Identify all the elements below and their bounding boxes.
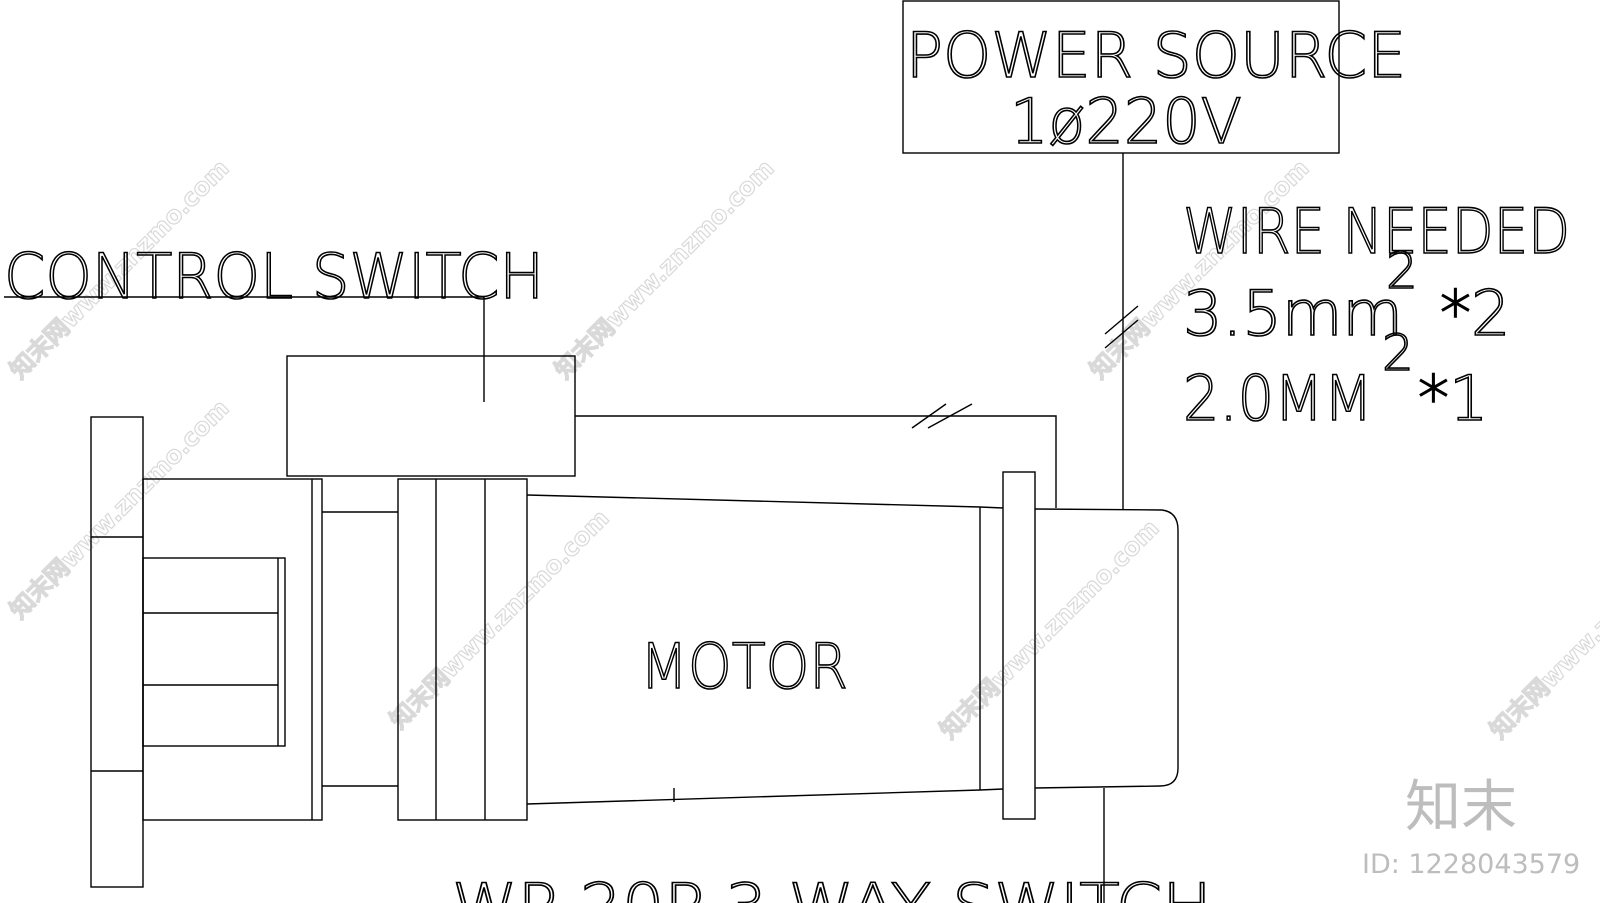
superscript-2: 2 [1386,242,1418,300]
wire-spec-1-qty: *2 [1440,277,1510,350]
superscript-2: 2 [1382,324,1414,382]
wire-tick-mark [1104,305,1139,335]
watermark-text: 知末网www.znzmo.com [384,504,614,734]
power-source-label: POWER SOURCE [906,19,1406,92]
wire-spec-2: 2.0MM [1183,362,1373,435]
wire-needed-label: WIRE NEEDED [1183,195,1570,268]
watermark-text: 知末网www.znzmo.com [934,514,1164,744]
pump-body [142,478,323,821]
motor-body-bottom-cont [979,788,1004,791]
motor-body-top [526,494,981,508]
end-cap [1034,508,1179,789]
power-source-voltage: 1ø220V [1010,85,1242,158]
coupling [397,478,528,821]
switch-to-motor-wire [575,415,1057,508]
motor-body-top-cont [979,506,1004,509]
wire-tick-mark [1104,319,1139,349]
wire-spec-2-qty: *1 [1418,362,1488,435]
motor-label: MOTOR [640,630,848,703]
watermark-text: 知末网www.znzmo.com [4,394,234,624]
wire-tick-mark [927,403,973,429]
end-flange [1002,471,1036,820]
impeller-block [142,557,286,747]
watermark-text: 知末网www.znzmo.com [1484,514,1600,744]
power-source-box [902,0,1340,154]
control-switch-box [286,355,576,477]
watermark-id: ID: 1228043579 [1362,849,1580,880]
watermark-text: 知末网www.znzmo.com [549,154,779,384]
wire-tick-mark [911,403,947,429]
watermark-logo: 知末 [1405,775,1517,840]
motor-body-bottom [526,789,981,805]
motor-assembly [90,416,1179,888]
wire-spec-1: 3.5mm [1183,277,1403,350]
bottom-switch-label: WP-20P 3 WAY SWITCH [452,870,1212,903]
control-switch-label: CONTROL SWITCH [4,240,544,313]
